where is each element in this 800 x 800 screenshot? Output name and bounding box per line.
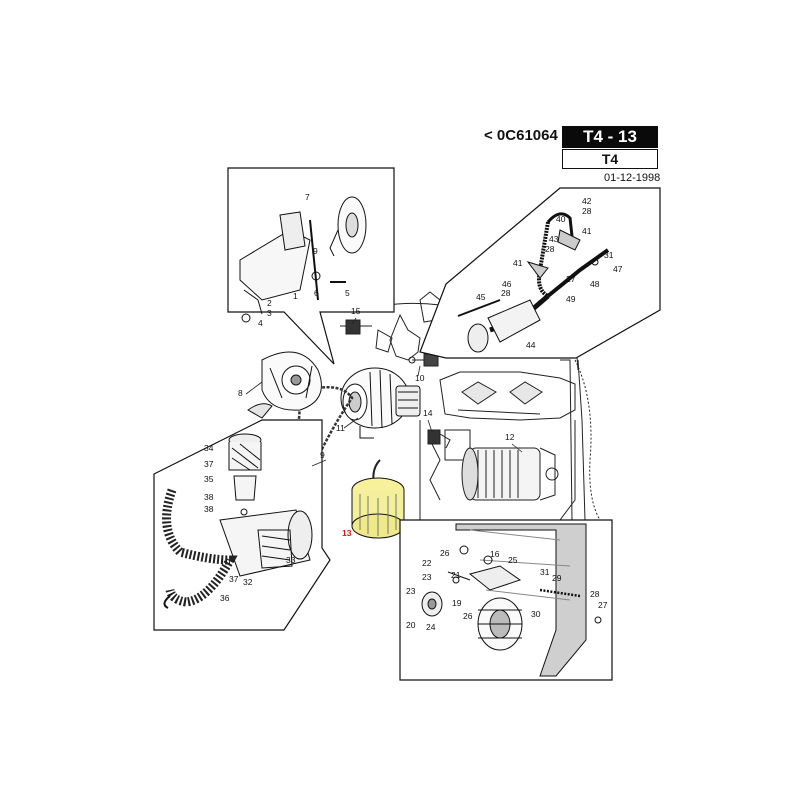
part-label-48: 48 — [590, 279, 600, 289]
callout-airfilter — [153, 419, 331, 631]
part-label-46: 46 — [502, 279, 512, 289]
part-label-27: 27 — [566, 274, 576, 284]
part-label-29: 29 — [552, 573, 562, 583]
part-label-45: 45 — [476, 292, 486, 302]
part-label-15: 15 — [351, 306, 361, 316]
part-label-24: 24 — [426, 622, 436, 632]
part-label-16: 16 — [490, 549, 500, 559]
part-label-28: 28 — [501, 288, 511, 298]
part-label-27: 27 — [598, 600, 608, 610]
part-label-31: 31 — [540, 567, 550, 577]
part-label-14: 14 — [423, 408, 433, 418]
part-label-25: 25 — [508, 555, 518, 565]
part-label-19: 19 — [452, 598, 462, 608]
part-label-38: 38 — [204, 492, 214, 502]
part-label-38: 38 — [204, 504, 214, 514]
part-label-7: 7 — [305, 192, 310, 202]
leader-line — [427, 419, 433, 433]
leader-line — [417, 365, 421, 377]
part-label-22: 22 — [422, 558, 432, 568]
part-label-23: 23 — [406, 586, 416, 596]
part-label-20: 20 — [406, 620, 416, 630]
part-label-31: 31 — [604, 250, 614, 260]
part-label-3: 3 — [267, 308, 272, 318]
part-label-5: 5 — [345, 288, 350, 298]
leader-line — [245, 381, 263, 395]
leader-line — [511, 443, 523, 453]
part-label-28: 28 — [582, 206, 592, 216]
part-label-10: 10 — [415, 373, 425, 383]
part-label-2: 2 — [267, 298, 272, 308]
part-label-8: 8 — [238, 388, 243, 398]
part-label-47: 47 — [613, 264, 623, 274]
callout-tensioner — [399, 519, 613, 681]
leader-line — [351, 317, 357, 325]
part-label-30: 30 — [531, 609, 541, 619]
part-label-49: 49 — [566, 294, 576, 304]
revision-date: 01-12-1998 — [604, 172, 661, 184]
part-label-41: 41 — [582, 226, 592, 236]
callout-pipe — [419, 187, 661, 359]
callout-bracket — [227, 167, 395, 365]
oil-filter-highlight — [351, 477, 405, 539]
fan — [247, 351, 322, 419]
part-label-9: 9 — [313, 246, 318, 256]
part-label-37: 37 — [204, 459, 214, 469]
part-label-40: 40 — [556, 214, 566, 224]
part-label-highlighted: 13 — [342, 528, 352, 538]
part-label-37: 37 — [229, 574, 239, 584]
part-label-12: 12 — [505, 432, 515, 442]
part-label-34: 34 — [204, 443, 214, 453]
part-label-44: 44 — [526, 340, 536, 350]
group-code-dark: T4 - 13 — [562, 126, 658, 148]
part-label-36: 36 — [220, 593, 230, 603]
reference-code: < 0C61064 — [484, 127, 558, 144]
part-label-32: 32 — [243, 577, 253, 587]
engine-block — [340, 291, 601, 541]
part-label-11: 11 — [336, 423, 345, 433]
part-label-26: 26 — [440, 548, 450, 558]
part-label-23: 23 — [422, 572, 432, 582]
part-label-42: 42 — [582, 196, 592, 206]
part-label-6: 6 — [314, 288, 319, 298]
part-label-35: 35 — [204, 474, 214, 484]
part-label-33: 33 — [286, 555, 296, 565]
leader-line — [343, 417, 359, 429]
part-label-21: 21 — [451, 570, 461, 580]
leader-line — [311, 459, 327, 467]
part-label-4: 4 — [258, 318, 263, 328]
part-label-28: 28 — [545, 244, 555, 254]
group-code-light: T4 — [562, 149, 658, 169]
part-label-43: 43 — [549, 234, 559, 244]
part-label-41: 41 — [513, 258, 523, 268]
alternator — [340, 367, 421, 439]
part-label-28: 28 — [590, 589, 600, 599]
part-label-26: 26 — [463, 611, 473, 621]
part-label-1: 1 — [293, 291, 298, 301]
part-label-9: 9 — [320, 450, 325, 460]
